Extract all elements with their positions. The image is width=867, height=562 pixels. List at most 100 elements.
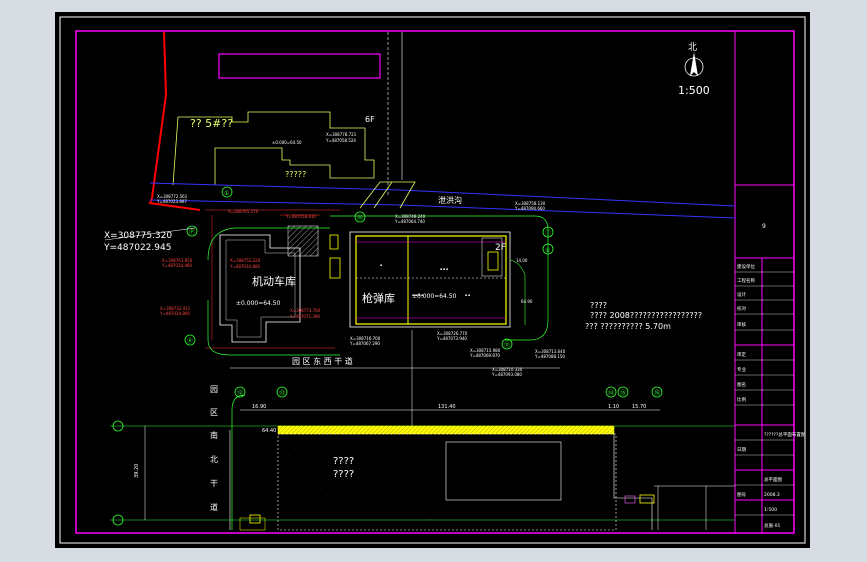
building-outline-top — [172, 111, 375, 186]
dim-7: 14.00 — [516, 258, 528, 263]
dim-3: 1.10 — [608, 404, 619, 410]
coord-leader — [104, 227, 196, 241]
car-garage-building — [219, 225, 319, 343]
svg-text:X=308715.980: X=308715.980 — [470, 348, 501, 353]
svg-text:·: · — [430, 517, 431, 521]
tb-row-4: 审核 — [737, 321, 746, 328]
svg-text:·: · — [320, 487, 321, 491]
svg-text:①: ① — [224, 190, 229, 197]
svg-text:⑭: ⑭ — [608, 389, 614, 397]
label-road-ew: 园 区 东 西 干 道 — [292, 356, 353, 366]
svg-text:北: 北 — [210, 455, 218, 464]
svg-text:·: · — [590, 457, 591, 461]
dim-5: 39.20 — [134, 464, 140, 478]
svg-text:X=308710.330: X=308710.330 — [492, 367, 523, 372]
svg-text:Y=487064.740: Y=487064.740 — [394, 219, 425, 224]
north-label: 北 — [688, 42, 697, 53]
svg-text:⑯: ⑯ — [654, 389, 660, 397]
svg-text:Ⓗ: Ⓗ — [357, 214, 363, 222]
tb-drawing: 总平面图 — [764, 476, 782, 483]
coord-b1: X=308772.561 — [157, 194, 188, 199]
dim-2: 131.40 — [438, 404, 456, 410]
existing-building-outline — [218, 53, 381, 79]
flood-canal — [149, 182, 736, 219]
title-block-rows — [735, 271, 794, 516]
svg-text:▪ ▪: ▪ ▪ — [465, 293, 470, 297]
svg-text:▪ ▪ ▪ ▪: ▪ ▪ ▪ ▪ — [412, 293, 423, 297]
svg-text:⑬: ⑬ — [279, 389, 285, 397]
tb-row-7: 图名 — [737, 381, 746, 388]
label-road-ns: 园 区 南 北 干 道 — [210, 385, 218, 512]
north-arrow: 北 1:500 — [678, 42, 710, 97]
road-inner-east — [509, 259, 526, 325]
road-curve-nw — [207, 227, 330, 261]
svg-text:Ⓟ: Ⓟ — [189, 228, 195, 236]
road-loop-east — [330, 215, 549, 341]
coord-a1: X=308778.721 — [326, 132, 357, 137]
coord-a2: Y=487058.524 — [325, 138, 356, 143]
gun-store-building — [329, 231, 511, 328]
tb-date: 2008.3 — [764, 492, 780, 498]
svg-text:X=308765.570: X=308765.570 — [228, 209, 259, 214]
title-block-labels: 建设单位 工程名称 设计 校对 审核 审定 专业 图名 比例 日期 图号 ???… — [737, 263, 806, 529]
label-canal: 泄洪沟 — [438, 195, 462, 205]
label-lower-building: ???? — [333, 456, 354, 467]
svg-text:Y=487034.800: Y=487034.800 — [159, 311, 190, 316]
svg-text:·: · — [295, 447, 296, 451]
svg-text:▪ ▪ ▪: ▪ ▪ ▪ — [440, 267, 448, 271]
note-line-2: ???? 2008????????????????? — [590, 311, 702, 320]
svg-text:X=308713.640: X=308713.640 — [535, 349, 566, 354]
lower-building — [239, 425, 735, 531]
note-line-1: ???? — [590, 301, 607, 310]
svg-text:X=308752.220: X=308752.220 — [230, 258, 261, 263]
svg-text:Y=487069.870: Y=487069.870 — [469, 353, 500, 358]
svg-text:X=308748.240: X=308748.240 — [395, 214, 426, 219]
svg-text:Y=487073.940: Y=487073.940 — [436, 336, 467, 341]
svg-text:⑮: ⑮ — [620, 389, 626, 397]
bridge-outline-2 — [392, 181, 416, 209]
svg-text:Y=487034.800: Y=487034.800 — [229, 264, 260, 269]
coord-b2: Y=487023.897 — [156, 199, 187, 204]
svg-text:南: 南 — [210, 430, 218, 440]
note-line-3: ??? ?????????? 5.70m — [585, 322, 671, 331]
svg-text:X=308758.130: X=308758.130 — [515, 201, 546, 206]
svg-text:▪: ▪ — [380, 263, 382, 267]
svg-text:X=308732.411: X=308732.411 — [160, 306, 191, 311]
outer-frame — [59, 16, 806, 544]
dim-4: 15.70 — [632, 404, 646, 410]
svg-text:Y=487034.460: Y=487034.460 — [161, 263, 192, 268]
svg-text:⑪: ⑪ — [504, 341, 510, 349]
coord-big-y: Y=487022.945 — [103, 243, 171, 253]
svg-text:Y=487058.810: Y=487058.810 — [285, 214, 316, 219]
coord-labels-gun-store: X=308748.240 Y=487064.740 X=308758.130 Y… — [349, 201, 566, 377]
label-elev-top: ±0.000=64.50 — [272, 140, 302, 145]
road-curve-sw — [207, 300, 340, 356]
label-storeys-2: 2F — [495, 243, 506, 253]
tb-scale: 1:500 — [764, 507, 777, 513]
svg-text:园: 园 — [210, 385, 218, 394]
tb-row-8: 比例 — [737, 396, 746, 403]
survey-marks: ··· ··· ··· — [295, 447, 601, 521]
label-building-small: ????? — [285, 170, 306, 179]
svg-text:·: · — [380, 452, 381, 456]
tb-row-9: 日期 — [737, 447, 746, 453]
label-elev-gun-store: ±0.000=64.50 — [412, 293, 457, 300]
label-building-top: ?? 5#?? — [190, 117, 233, 130]
svg-text:Y=487093.080: Y=487093.080 — [491, 372, 522, 377]
svg-text:⑫: ⑫ — [237, 389, 243, 397]
svg-text:·: · — [405, 497, 406, 501]
svg-text:·: · — [300, 507, 301, 511]
svg-text:X=308716.700: X=308716.700 — [350, 336, 381, 341]
svg-text:·: · — [580, 487, 581, 491]
label-car-garage: 机动车库 — [252, 274, 296, 288]
border-frame — [75, 30, 795, 534]
dim-8: 64.90 — [521, 299, 533, 304]
svg-text:Y=487072.390: Y=487072.390 — [289, 314, 320, 319]
red-coord-labels: X=308763.850 Y=487034.460 X=308732.411 Y… — [159, 209, 321, 319]
tb-row-0: 建设单位 — [737, 263, 755, 270]
dimension-ticks: ▪ ▪ ▪ ▪ ▪ ▪ ▪ ▪ ▪ ▪ — [380, 263, 470, 297]
dim-6: 64.40 — [262, 428, 276, 434]
tb-row-10: 图号 — [737, 492, 746, 498]
label-storeys: 6F — [365, 115, 375, 124]
